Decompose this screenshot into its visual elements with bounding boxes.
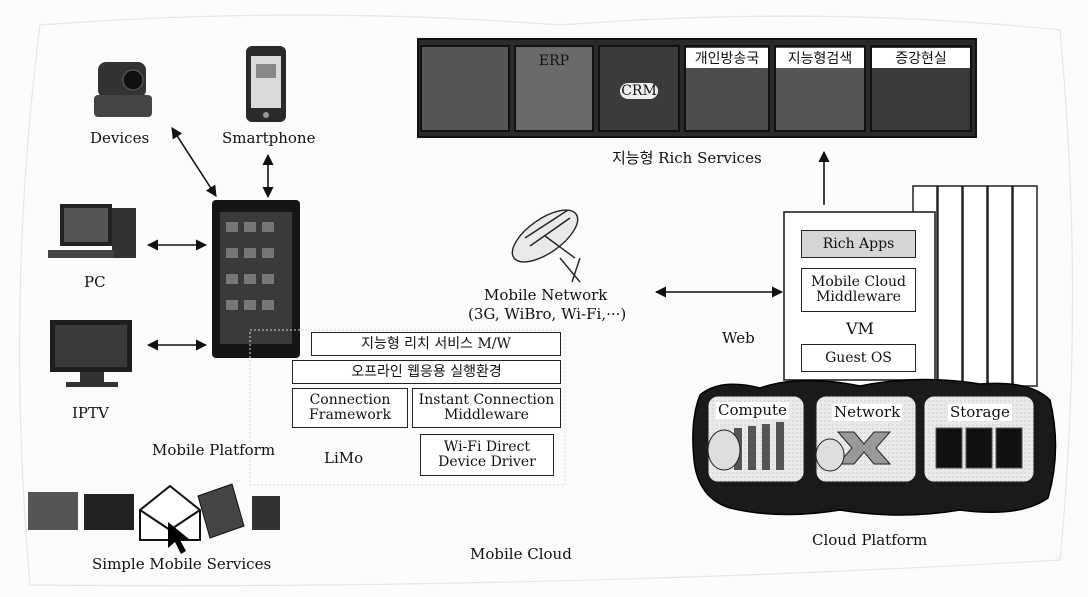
- rich-service-caption: 지능형검색: [776, 48, 864, 68]
- mobile-network-sub-label: (3G, WiBro, Wi-Fi,···): [468, 305, 627, 323]
- simple-services-icons: [28, 483, 280, 554]
- compute-label: Compute: [716, 401, 789, 419]
- rich-service-caption: 증강현실: [872, 48, 970, 68]
- rich-service-caption: CRM: [620, 83, 658, 99]
- offline-webapp-env-layer: 오프라인 웹응용 실행환경: [292, 360, 561, 384]
- mobile-platform-label: Mobile Platform: [152, 441, 276, 459]
- rich-service-tile-ar[interactable]: 증강현실: [870, 45, 972, 132]
- mobile-cloud-middleware-box: Mobile Cloud Middleware: [801, 268, 916, 312]
- rich-service-tile-erp[interactable]: ERP: [514, 45, 594, 132]
- mobile-network-label: Mobile Network: [484, 286, 608, 304]
- rich-service-caption: ERP: [538, 53, 570, 69]
- devices-arrow: [171, 127, 217, 197]
- devices-icon: [94, 62, 152, 117]
- vm-label: VM: [846, 319, 874, 338]
- instant-connection-middleware-layer: Instant Connection Middleware: [412, 388, 561, 428]
- rich-services-label: 지능형 Rich Services: [612, 149, 762, 167]
- storage-label: Storage: [948, 403, 1012, 421]
- mobile-device-icon: [212, 200, 300, 358]
- mobile-cloud-label: Mobile Cloud: [470, 545, 572, 563]
- devices-label: Devices: [90, 129, 150, 147]
- connection-framework-layer: Connection Framework: [292, 388, 408, 428]
- rich-service-tile-broadcast[interactable]: 개인방송국: [684, 45, 770, 132]
- pc-label: PC: [84, 273, 106, 291]
- network-resource-label: Network: [832, 403, 903, 421]
- cloud-platform-shape: [692, 378, 1057, 516]
- rich-apps-box: Rich Apps: [801, 230, 916, 258]
- pc-icon: [48, 204, 136, 258]
- smartphone-icon: [246, 46, 286, 122]
- wallet-icon: [197, 483, 245, 539]
- cursor-icon: [168, 522, 189, 554]
- iptv-icon: [50, 320, 132, 387]
- limo-label: LiMo: [324, 449, 364, 467]
- guest-os-box: Guest OS: [801, 344, 916, 372]
- satellite-dish-icon: [511, 209, 581, 283]
- wifi-direct-driver-layer: Wi-Fi Direct Device Driver: [420, 434, 554, 476]
- rich-service-tile-search[interactable]: 지능형검색: [774, 45, 866, 132]
- smartphone-label: Smartphone: [222, 129, 316, 147]
- cloud-platform-label: Cloud Platform: [812, 531, 928, 549]
- rich-service-caption: 개인방송국: [686, 48, 768, 68]
- mobile-platform-bg: [249, 329, 566, 486]
- mobile-cloud-outline: [18, 14, 1074, 587]
- web-label: Web: [722, 329, 755, 347]
- iptv-label: IPTV: [72, 404, 109, 422]
- rich-service-tile-golf[interactable]: [420, 45, 510, 132]
- rich-service-tile-crm[interactable]: CRM: [598, 45, 680, 132]
- rich-service-mw-layer: 지능형 리치 서비스 M/W: [311, 332, 561, 356]
- simple-services-label: Simple Mobile Services: [92, 555, 272, 573]
